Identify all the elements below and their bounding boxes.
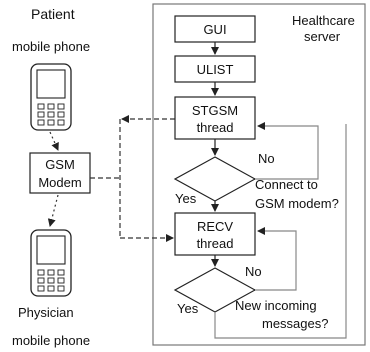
recv-label-line1: RECV [197, 219, 233, 234]
patient-label-line1: Patient [31, 6, 75, 22]
recv-label-line2: thread [197, 236, 234, 251]
gui-label: GUI [203, 22, 226, 37]
server-label-line2: server [304, 29, 341, 44]
decision2-yes-loop-line [214, 124, 347, 339]
stgsm-label-line2: thread [197, 120, 234, 135]
decision2-question-line2: messages? [262, 316, 328, 331]
decision2-question-line1: New incoming [235, 298, 317, 313]
decision1-no-feedback-line [255, 122, 319, 180]
recv-thread-box [174, 212, 256, 256]
stgsm-label-line1: STGSM [192, 103, 238, 118]
decision1-no-label: No [258, 151, 275, 166]
server-label-line1: Healthcare [292, 13, 355, 28]
physician-label-line2: mobile phone [12, 333, 90, 348]
mobile-phone-icon [30, 229, 72, 297]
decision2-no-label: No [245, 264, 262, 279]
patient-label-line2: mobile phone [12, 39, 90, 54]
ulist-label: ULIST [197, 62, 234, 77]
gui-box [174, 15, 256, 43]
decision1-question-line1: Connect to [255, 177, 318, 192]
healthcare-server-container [152, 3, 366, 346]
physician-label-line1: Physician [18, 305, 74, 320]
gsm-modem-label-line2: Modem [38, 175, 81, 190]
gsm-modem-label-line1: GSM [45, 157, 75, 172]
gsm-modem-box [29, 152, 91, 194]
decision2-yes-label: Yes [177, 301, 199, 316]
decision2-no-feedback-line [255, 227, 297, 291]
modem-to-physician-connector [47, 194, 59, 227]
decision1-question-line2: GSM modem? [255, 196, 339, 211]
patient-to-modem-connector [49, 131, 59, 151]
decision1-yes-label: Yes [175, 191, 197, 206]
mobile-phone-icon [30, 63, 72, 131]
